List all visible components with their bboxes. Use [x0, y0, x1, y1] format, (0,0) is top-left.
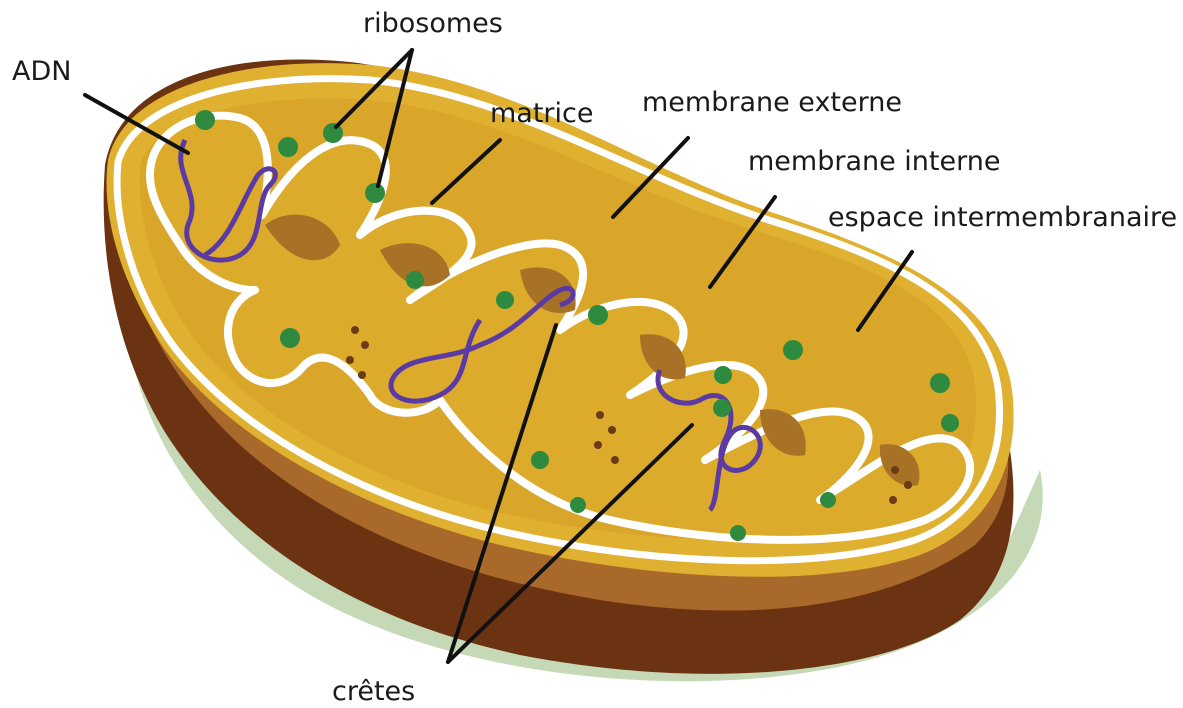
- label-espace-intermembranaire: espace intermembranaire: [828, 202, 1177, 233]
- granule: [594, 441, 602, 449]
- granule: [611, 456, 619, 464]
- label-cretes: crêtes: [332, 676, 415, 707]
- ribosome: [570, 497, 586, 513]
- label-matrice: matrice: [490, 98, 594, 129]
- granule: [608, 426, 616, 434]
- ribosome: [278, 137, 298, 157]
- ribosome: [531, 451, 549, 469]
- ribosome: [588, 305, 608, 325]
- label-membrane-externe: membrane externe: [642, 87, 902, 118]
- label-ribosomes: ribosomes: [363, 8, 503, 39]
- granule: [596, 411, 604, 419]
- ribosome: [820, 492, 836, 508]
- granule: [891, 466, 899, 474]
- ribosome: [280, 328, 300, 348]
- granule: [358, 371, 366, 379]
- label-membrane-interne: membrane interne: [748, 146, 1000, 177]
- ribosome: [714, 366, 732, 384]
- ribosome: [783, 340, 803, 360]
- ribosome: [930, 373, 950, 393]
- granule: [346, 356, 354, 364]
- ribosome: [365, 183, 385, 203]
- granule: [889, 496, 897, 504]
- ribosome: [730, 525, 746, 541]
- ribosome: [713, 399, 731, 417]
- ribosome: [406, 271, 424, 289]
- granule: [361, 341, 369, 349]
- ribosome: [496, 291, 514, 309]
- label-adn: ADN: [12, 56, 71, 87]
- ribosome: [323, 123, 343, 143]
- ribosome: [941, 414, 959, 432]
- granule: [904, 481, 912, 489]
- granule: [351, 326, 359, 334]
- ribosome: [195, 110, 215, 130]
